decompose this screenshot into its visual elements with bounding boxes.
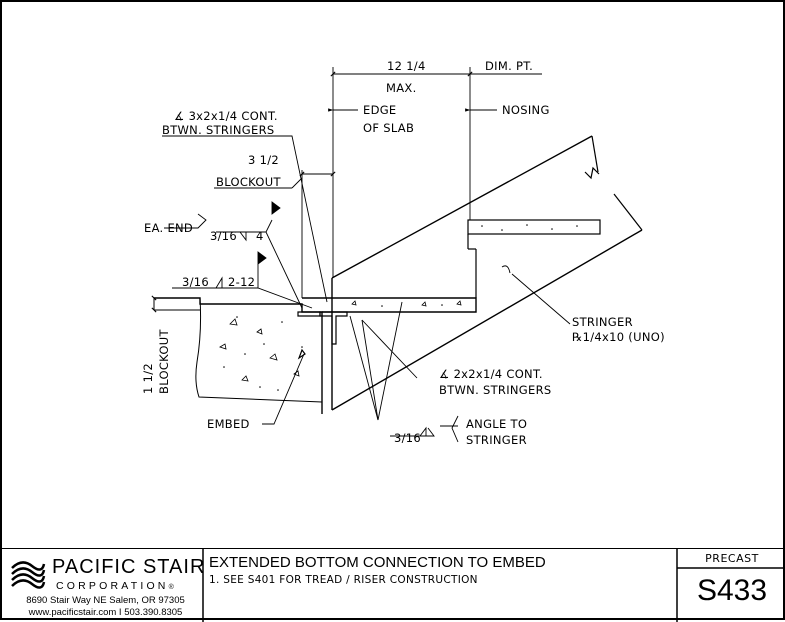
registered-mark: ® bbox=[168, 584, 174, 591]
weld1-len: 4 bbox=[256, 229, 264, 243]
leaders bbox=[162, 135, 571, 443]
company-name: PACIFIC STAIR bbox=[52, 556, 206, 578]
dim-pt-label: DIM. PT. bbox=[485, 59, 533, 73]
tread bbox=[467, 219, 601, 298]
detail-drawing: 12 1/4 MAX. DIM. PT. EDGE OF SLAB NOSING… bbox=[141, 59, 665, 447]
embed-label: EMBED bbox=[207, 417, 250, 431]
dimensions bbox=[151, 67, 542, 313]
angle2-sub-label: BTWN. STRINGERS bbox=[439, 383, 551, 397]
sheet-number: S433 bbox=[696, 574, 768, 607]
angle2-label: ∡ 2x2x1/4 CONT. bbox=[439, 367, 543, 381]
labels: 12 1/4 MAX. DIM. PT. EDGE OF SLAB NOSING… bbox=[141, 59, 665, 447]
company-address: 8690 Stair Way NE Salem, OR 97305 bbox=[26, 595, 185, 606]
concrete-slab bbox=[153, 297, 323, 414]
stringer-plate-label: ℞1/4x10 (UNO) bbox=[572, 330, 665, 344]
company-sub: CORPORATION® bbox=[56, 580, 174, 592]
dim-1-label: 1 1/2 bbox=[141, 363, 155, 394]
angle3-sub-label: BTWN. STRINGERS bbox=[162, 123, 274, 137]
wave-logo-icon bbox=[11, 561, 46, 589]
drawing-note: 1. SEE S401 FOR TREAD / RISER CONSTRUCTI… bbox=[209, 574, 478, 586]
company-logo: PACIFIC STAIR CORPORATION® 8690 Stair Wa… bbox=[8, 552, 206, 618]
of-slab-label: OF SLAB bbox=[363, 121, 414, 135]
dim-12-label: 12 1/4 bbox=[387, 59, 426, 73]
dim-3-label: 3 1/2 bbox=[248, 153, 279, 167]
drawing-category: PRECAST bbox=[705, 552, 759, 565]
max-label: MAX. bbox=[386, 81, 417, 95]
angle-to-label: ANGLE TO bbox=[466, 417, 527, 431]
weld2-size: 3/16 bbox=[182, 275, 209, 289]
ea-end-label: EA. END bbox=[144, 221, 193, 235]
drawing-title: EXTENDED BOTTOM CONNECTION TO EMBED bbox=[209, 554, 546, 571]
angle-to-sub-label: STRINGER bbox=[466, 433, 527, 447]
weld1-size: 3/16 bbox=[210, 229, 237, 243]
company-contact: www.pacificstair.com I 503.390.8305 bbox=[28, 607, 183, 618]
weld-symbols bbox=[215, 231, 427, 437]
nosing-label: NOSING bbox=[502, 103, 550, 117]
edge-label: EDGE bbox=[363, 103, 397, 117]
blockout-label: BLOCKOUT bbox=[216, 175, 281, 189]
angle3-label: ∡ 3x2x1/4 CONT. bbox=[174, 109, 278, 123]
weld2-len: 2-12 bbox=[228, 275, 255, 289]
stringer-label: STRINGER bbox=[572, 315, 633, 329]
weld3-size: 3/16 bbox=[394, 431, 421, 445]
bottom-tread bbox=[302, 297, 477, 313]
title-block-lines bbox=[2, 548, 785, 622]
embed-angles bbox=[297, 311, 348, 360]
title-block: PACIFIC STAIR CORPORATION® 8690 Stair Wa… bbox=[2, 548, 785, 622]
blockout-v-label: BLOCKOUT bbox=[157, 329, 171, 394]
